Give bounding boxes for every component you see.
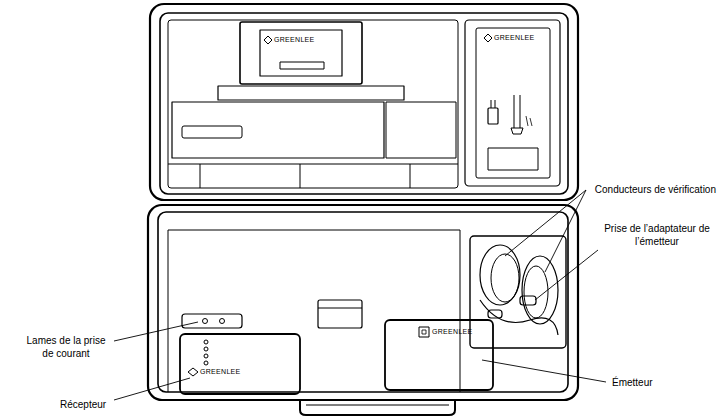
- brand-text: GREENLEE: [274, 36, 315, 44]
- callout-label: Conducteurs de vérification: [586, 183, 716, 196]
- brand-text: GREENLEE: [432, 328, 473, 336]
- callout-label: Récepteur: [60, 398, 106, 411]
- brand-text: GREENLEE: [200, 368, 241, 376]
- callout-label: Lames de la prise de courant: [20, 334, 112, 360]
- brand-text: GREENLEE: [494, 34, 535, 42]
- callout-label: Prise de l’adaptateur de l’émetteur: [600, 222, 714, 248]
- callout-label: Émetteur: [612, 376, 653, 389]
